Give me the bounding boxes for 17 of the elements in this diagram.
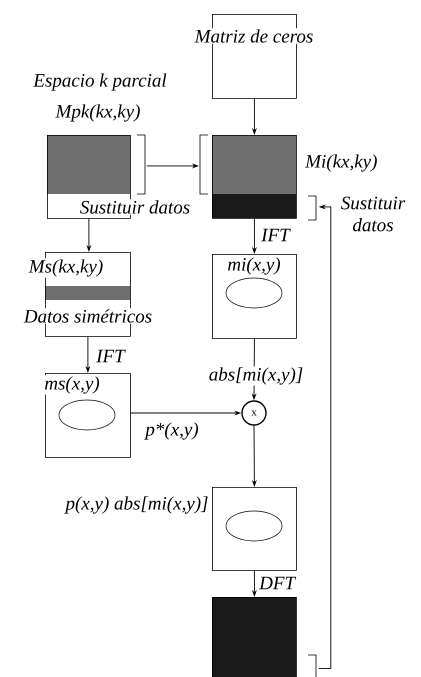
note-label: Sustituir datos <box>78 199 192 215</box>
node-label: ms(x,y) <box>43 375 101 395</box>
node-label: Mpk(kx,ky) <box>54 103 142 123</box>
node-label: p(x,y) abs[mi(x,y)] <box>64 495 210 515</box>
node-label: Datos simétricos <box>22 308 154 324</box>
edge-label: IFT <box>95 348 126 364</box>
node-label: Espacio k parcial <box>32 72 168 92</box>
node-label: Mi(kx,ky) <box>304 154 377 172</box>
edge-label: DFT <box>258 576 296 590</box>
node-label: Matriz de ceros <box>194 28 314 44</box>
edge-label: IFT <box>260 228 291 242</box>
edge-label: Sustituir datos <box>338 196 408 232</box>
node-label: Ms(kx,ky) <box>28 258 104 278</box>
node-label: mi(x,y) <box>226 256 282 276</box>
edge-label: p*(x,y) <box>144 421 200 441</box>
matrix-box <box>212 597 297 677</box>
edge-label: abs[mi(x,y)] <box>208 366 304 386</box>
